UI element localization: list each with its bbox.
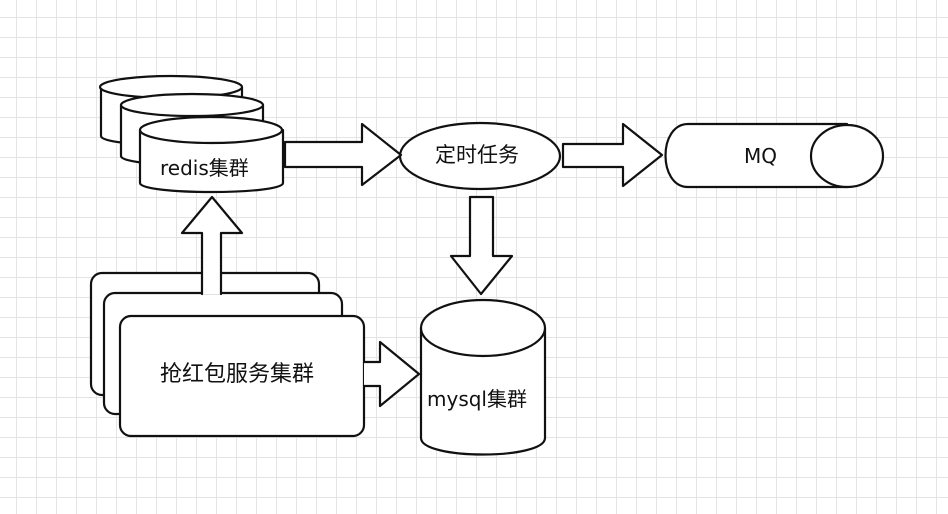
mq-node	[664, 122, 885, 189]
mysql-node	[419, 298, 547, 456]
redis-cylinder-front	[138, 115, 285, 194]
redis-cluster-label: redis集群	[160, 156, 249, 180]
redis-cluster-node	[98, 74, 285, 194]
arrow-service-to-mysql	[362, 340, 421, 408]
arrow-timer-to-mysql	[449, 195, 514, 296]
mysql-cluster-label: mysql集群	[427, 387, 527, 411]
arrow-timer-to-mq	[561, 122, 664, 188]
service-cluster-label: 抢红包服务集群	[160, 362, 315, 387]
arrow-service-to-redis	[180, 195, 244, 296]
mq-label: MQ	[744, 144, 777, 168]
timer-task-label: 定时任务	[435, 143, 519, 167]
arrow-redis-to-timer	[283, 122, 403, 187]
service-cluster-node	[89, 271, 366, 438]
